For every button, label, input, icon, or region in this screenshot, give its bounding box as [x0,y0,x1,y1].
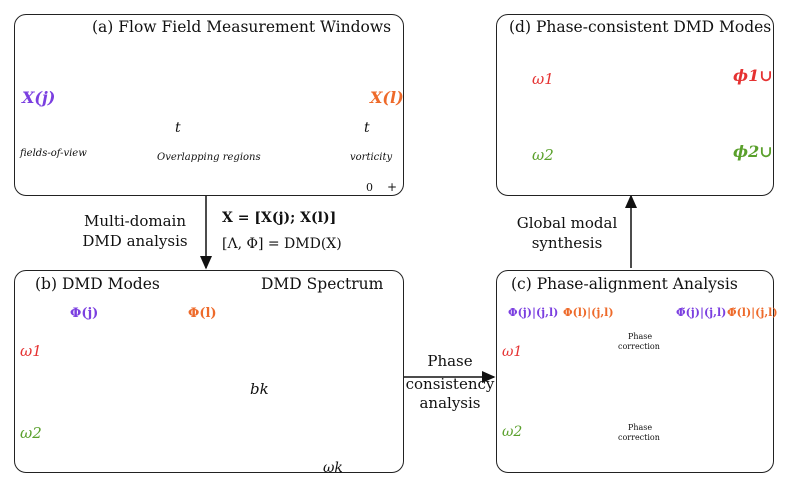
right-arrow-label-3: analysis [419,394,481,412]
label-vorticity: vorticity [350,152,393,163]
label-c-omega2: ω2 [502,424,523,440]
label-d-phi2: ϕ2∪ [733,142,773,161]
label-d-omega2: ω2 [532,146,554,164]
correction-2-bottom: correction [618,433,660,442]
label-t-j: t [175,120,181,136]
label-phi-l: Φ(l) [188,306,217,321]
right-arrow-label-2: consistency [405,375,495,393]
spectrum-ylabel: bk [250,380,269,398]
label-phi-j: Φ(j) [70,306,99,321]
label-c-phi-ljl-tilde: Φ̃(l)|(j,l) [727,306,778,319]
equation-2: [Λ, Φ] = DMD(X) [222,236,342,252]
label-c-phi-jjl-tilde: Φ̃(j)|(j,l) [676,306,727,319]
down-arrow-label-1: Multi-domain [84,212,186,230]
up-arrow-label-1: Global modal [516,214,618,232]
up-arrow-label-2: synthesis [531,234,603,252]
label-b-omega2: ω2 [20,424,42,442]
colorbar-zero: 0 [366,181,373,194]
label-c-phi-ljl: Φ(l)|(j,l) [563,306,614,319]
label-fields-of-view: fields-of-view [20,148,87,159]
label-t-l: t [364,120,370,136]
panel-c-title: (c) Phase-alignment Analysis [511,275,738,293]
label-overlapping-regions: Overlapping regions [157,152,261,163]
panel-a: (a) Flow Field Measurement Windows [14,14,404,196]
correction-1-bottom: correction [618,342,660,351]
label-b-omega1: ω1 [20,342,42,360]
panel-b: (b) DMD Modes DMD Spectrum [14,270,404,473]
panel-b-title: (b) DMD Modes [35,275,160,293]
label-xj: X(j) [22,88,56,107]
panel-a-title: (a) Flow Field Measurement Windows [92,18,392,36]
label-d-phi1: ϕ1∪ [733,66,773,85]
label-c-phi-jjl: Φ(j)|(j,l) [508,306,559,319]
colorbar-plus: + [387,180,398,194]
label-xl: X(l) [370,88,404,107]
spectrum-title: DMD Spectrum [261,275,384,293]
label-c-omega1: ω1 [502,344,523,360]
spectrum-xlabel: ωk [323,460,343,476]
down-arrow-label-2: DMD analysis [82,232,188,250]
correction-1-top: Phase [628,332,653,341]
panel-d: (d) Phase-consistent DMD Modes [496,14,774,196]
label-d-omega1: ω1 [532,70,554,88]
panel-d-title: (d) Phase-consistent DMD Modes [509,18,772,36]
equation-1: X = [X(j); X(l)] [222,210,337,226]
right-arrow-label-1: Phase [427,352,473,370]
panel-c: (c) Phase-alignment Analysis [496,270,774,473]
correction-2-top: Phase [628,423,653,432]
